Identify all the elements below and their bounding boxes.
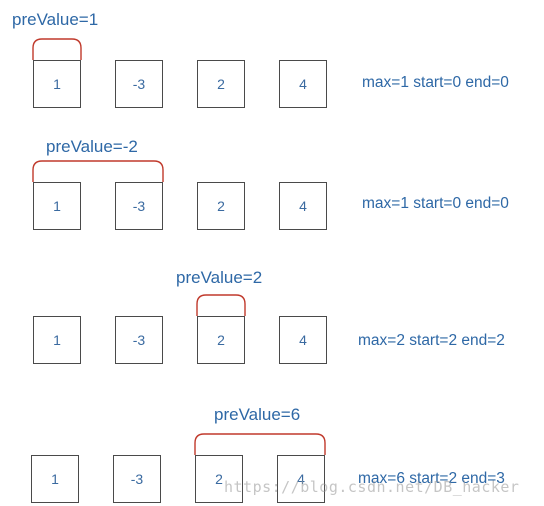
row-2-cell-1: 1 <box>33 182 81 230</box>
row-3-cell-2: -3 <box>115 316 163 364</box>
row-4-status: max=6 start=2 end=3 <box>358 470 505 487</box>
row-3-status: max=2 start=2 end=2 <box>358 332 505 349</box>
row-3-bracket <box>196 294 246 316</box>
row-3-cell-3: 2 <box>197 316 245 364</box>
row-1-prevalue-label: preValue=1 <box>12 10 99 29</box>
row-1-cell-1: 1 <box>33 60 81 108</box>
watermark-text: https://blog.csdn.net/DB_hacker <box>224 478 520 496</box>
row-2-cell-4: 4 <box>279 182 327 230</box>
row-4-cell-4: 4 <box>277 455 325 503</box>
row-4-prevalue-label: preValue=6 <box>214 405 301 424</box>
row-1-bracket <box>32 38 82 60</box>
row-3-cell-4: 4 <box>279 316 327 364</box>
row-1-cell-3: 2 <box>197 60 245 108</box>
row-1-status: max=1 start=0 end=0 <box>362 74 509 91</box>
row-2-cell-2: -3 <box>115 182 163 230</box>
row-4-cell-2: -3 <box>113 455 161 503</box>
row-3-prevalue-label: preValue=2 <box>176 268 263 287</box>
row-1-cell-2: -3 <box>115 60 163 108</box>
row-1-cell-4: 4 <box>279 60 327 108</box>
row-2-prevalue-label: preValue=-2 <box>46 137 138 156</box>
row-2-bracket <box>32 160 164 182</box>
row-4-cell-1: 1 <box>31 455 79 503</box>
row-4-bracket <box>194 433 326 455</box>
row-4-cell-3: 2 <box>195 455 243 503</box>
row-2-cell-3: 2 <box>197 182 245 230</box>
row-2-status: max=1 start=0 end=0 <box>362 195 509 212</box>
row-3-cell-1: 1 <box>33 316 81 364</box>
